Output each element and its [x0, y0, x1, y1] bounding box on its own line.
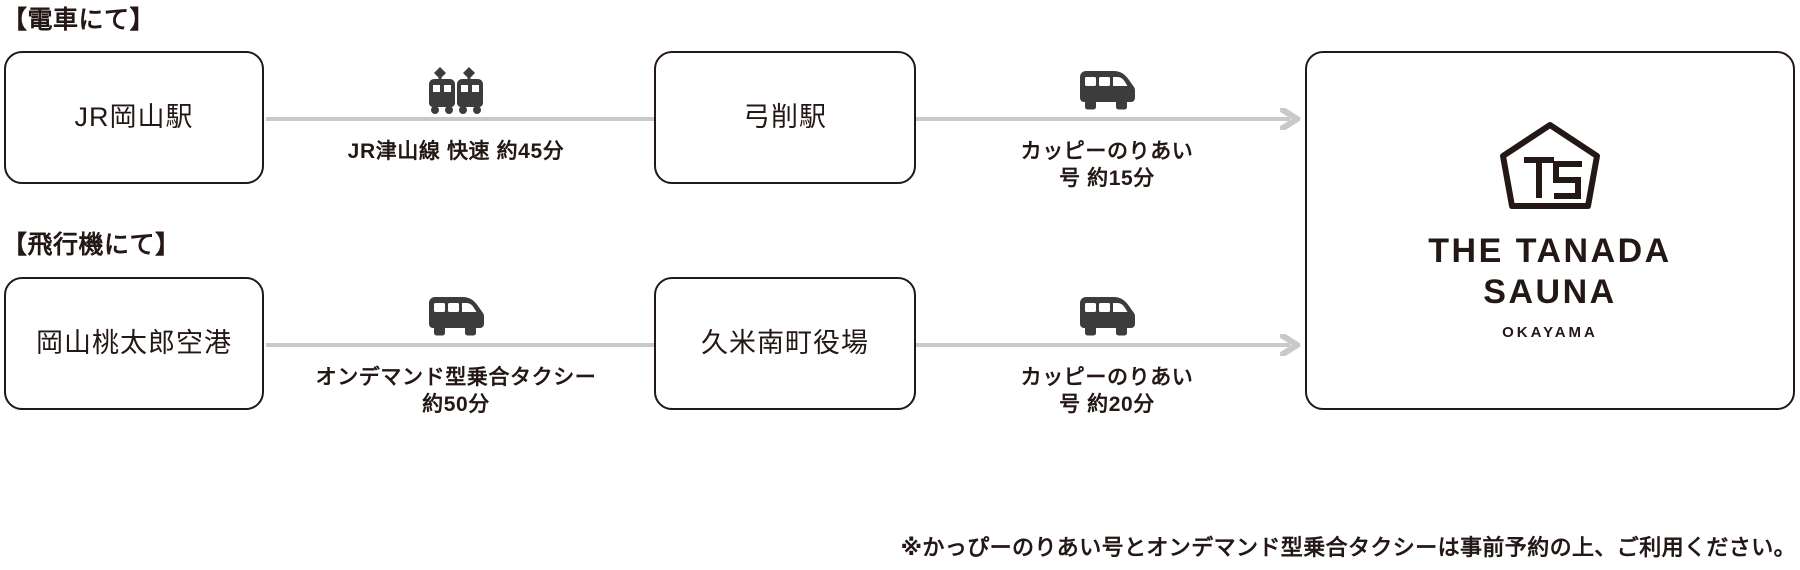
footnote-text: ※かっぴーのりあい号とオンデマンド型乗合タクシーは事前予約の上、ご利用ください。	[900, 535, 1796, 560]
connector-label-plane-leg-2: カッピーのりあい号 約20分	[1020, 366, 1194, 416]
section-heading-plane: 【飛行機にて】	[2, 231, 181, 259]
node-card-kumenan-townhall: 久米南町役場	[654, 277, 916, 410]
brand-title-line2: SAUNA	[1483, 272, 1617, 311]
node-card-destination: THE TANADA SAUNA OKAYAMA	[1305, 51, 1795, 410]
brand-subtitle: OKAYAMA	[1502, 323, 1598, 341]
bus-icon	[425, 293, 487, 337]
section-heading-train: 【電車にて】	[2, 6, 156, 34]
connector-label-plane-leg-1: オンデマンド型乗合タクシー 約50分	[315, 366, 597, 416]
node-label-kumenan-townhall: 久米南町役場	[701, 327, 869, 358]
node-label-okayama-station: JR岡山駅	[74, 101, 194, 132]
bus-icon	[1076, 293, 1138, 337]
node-card-yuge-station: 弓削駅	[654, 51, 916, 184]
node-label-yuge-station: 弓削駅	[743, 101, 827, 132]
connector-line	[918, 343, 1290, 347]
node-card-okayama-airport: 岡山桃太郎空港	[4, 277, 264, 410]
house-ts-monogram-icon	[1498, 120, 1602, 217]
brand-title-line1: THE TANADA	[1428, 232, 1672, 271]
connector-line	[918, 117, 1290, 121]
connector-label-train-leg-2: カッピーのりあい号 約15分	[1020, 140, 1194, 190]
bus-icon	[1076, 67, 1138, 111]
node-label-okayama-airport: 岡山桃太郎空港	[36, 327, 232, 358]
node-card-okayama-station: JR岡山駅	[4, 51, 264, 184]
brand-logo: THE TANADA SAUNA OKAYAMA	[1428, 120, 1672, 341]
connector-label-train-leg-1: JR津山線 快速 約45分	[347, 140, 565, 163]
train-icon	[427, 65, 485, 115]
